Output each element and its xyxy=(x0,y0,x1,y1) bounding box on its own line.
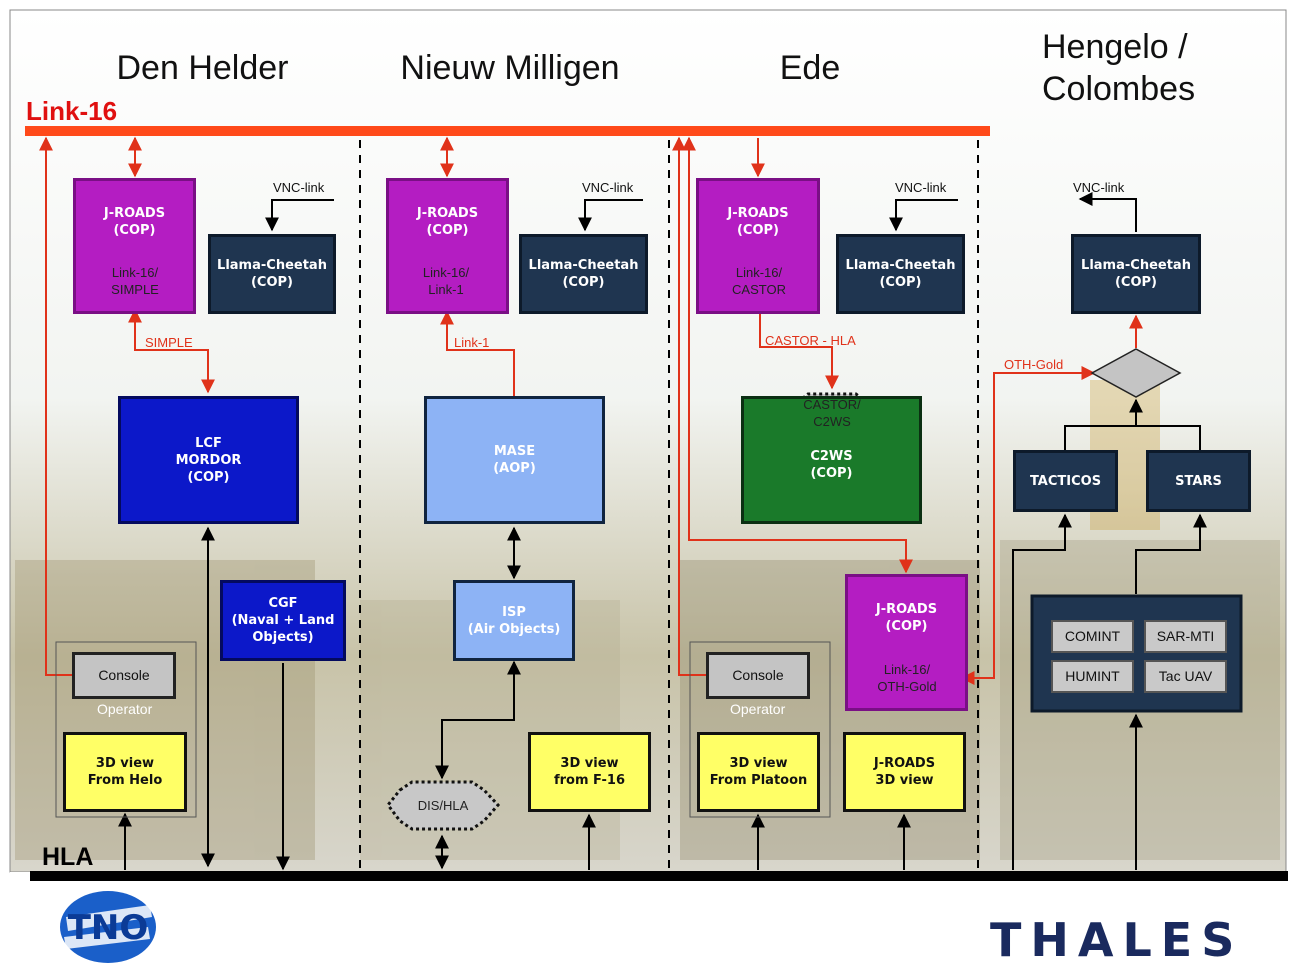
hex-link16-castor: Link-16/ CASTOR xyxy=(732,265,786,297)
llama-cheetah-nieuw-milligen[interactable]: Llama-Cheetah (COP) xyxy=(519,234,648,314)
jroads-den-helder[interactable]: J-ROADS (COP) xyxy=(73,178,196,314)
merge-diamond xyxy=(1090,348,1182,398)
link16-bus xyxy=(25,126,990,136)
isp-box[interactable]: ISP (Air Objects) xyxy=(453,580,575,661)
link16-label: Link-16 xyxy=(26,96,118,126)
hex-link16-simple: Link-16/ SIMPLE xyxy=(111,264,159,297)
console-ede[interactable]: Console xyxy=(706,652,810,699)
region-nieuw-milligen: Nieuw Milligen xyxy=(400,49,620,87)
vnc-link-label-ede: VNC-link xyxy=(895,180,947,195)
hex-dis-hla: DIS/HLA xyxy=(417,798,469,813)
simple-label: SIMPLE xyxy=(145,335,193,350)
tac-uav-box[interactable]: Tac UAV xyxy=(1144,660,1227,693)
operator-label-ede: Operator xyxy=(730,701,786,717)
tno-logo: TNO xyxy=(60,891,156,963)
region-den-helder: Den Helder xyxy=(116,49,289,87)
link1-label: Link-1 xyxy=(454,335,490,350)
tno-text: TNO xyxy=(68,908,149,948)
jroads-nieuw-milligen[interactable]: J-ROADS (COP) xyxy=(386,178,509,314)
llama-cheetah-ede[interactable]: Llama-Cheetah (COP) xyxy=(836,234,965,314)
view-from-platoon[interactable]: 3D view From Platoon xyxy=(697,732,820,812)
view-from-helo[interactable]: 3D view From Helo xyxy=(63,732,187,812)
llama-cheetah-den-helder[interactable]: Llama-Cheetah (COP) xyxy=(208,234,336,314)
vnc-link-label-hc: VNC-link xyxy=(1073,180,1125,195)
jroads-ede[interactable]: J-ROADS (COP) xyxy=(696,178,820,314)
tacticos-box[interactable]: TACTICOS xyxy=(1013,450,1118,512)
hla-label: HLA xyxy=(42,843,94,871)
castor-hla-label: CASTOR - HLA xyxy=(765,333,856,348)
region-ede: Ede xyxy=(779,49,841,87)
c2ws-box[interactable]: C2WS (COP) xyxy=(741,396,922,524)
cgf-box[interactable]: CGF (Naval + Land Objects) xyxy=(220,580,346,661)
hla-bus xyxy=(30,871,1288,881)
humint-box[interactable]: HUMINT xyxy=(1051,660,1134,693)
llama-cheetah-hengelo[interactable]: Llama-Cheetah (COP) xyxy=(1071,234,1201,314)
sensor-panel xyxy=(1030,594,1243,713)
hex-link16-oth-gold: Link-16/ OTH-Gold xyxy=(877,661,937,694)
jroads-3d-view[interactable]: J-ROADS 3D view xyxy=(843,732,966,812)
lcf-mordor[interactable]: LCF MORDOR (COP) xyxy=(118,396,299,524)
sar-mti-box[interactable]: SAR-MTI xyxy=(1144,620,1227,653)
vnc-link-label-nm: VNC-link xyxy=(582,180,634,195)
oth-gold-label: OTH-Gold xyxy=(1004,357,1064,372)
mase-box[interactable]: MASE (AOP) xyxy=(424,396,605,524)
console-den-helder[interactable]: Console xyxy=(72,652,176,699)
stars-box[interactable]: STARS xyxy=(1146,450,1251,512)
vnc-link-label-dh: VNC-link xyxy=(273,180,325,195)
hex-castor-c2ws: CASTOR/ C2WS xyxy=(803,397,861,429)
thales-logo: THALES xyxy=(990,913,1244,967)
comint-box[interactable]: COMINT xyxy=(1051,620,1134,653)
hex-link16-link1: Link-16/ Link-1 xyxy=(422,264,470,297)
operator-label-dh: Operator xyxy=(97,701,153,717)
jroads-oth-gold[interactable]: J-ROADS (COP) xyxy=(845,574,968,711)
region-hengelo-colombes: Hengelo / Colombes xyxy=(1042,28,1196,108)
view-from-f16[interactable]: 3D view from F-16 xyxy=(528,732,651,812)
